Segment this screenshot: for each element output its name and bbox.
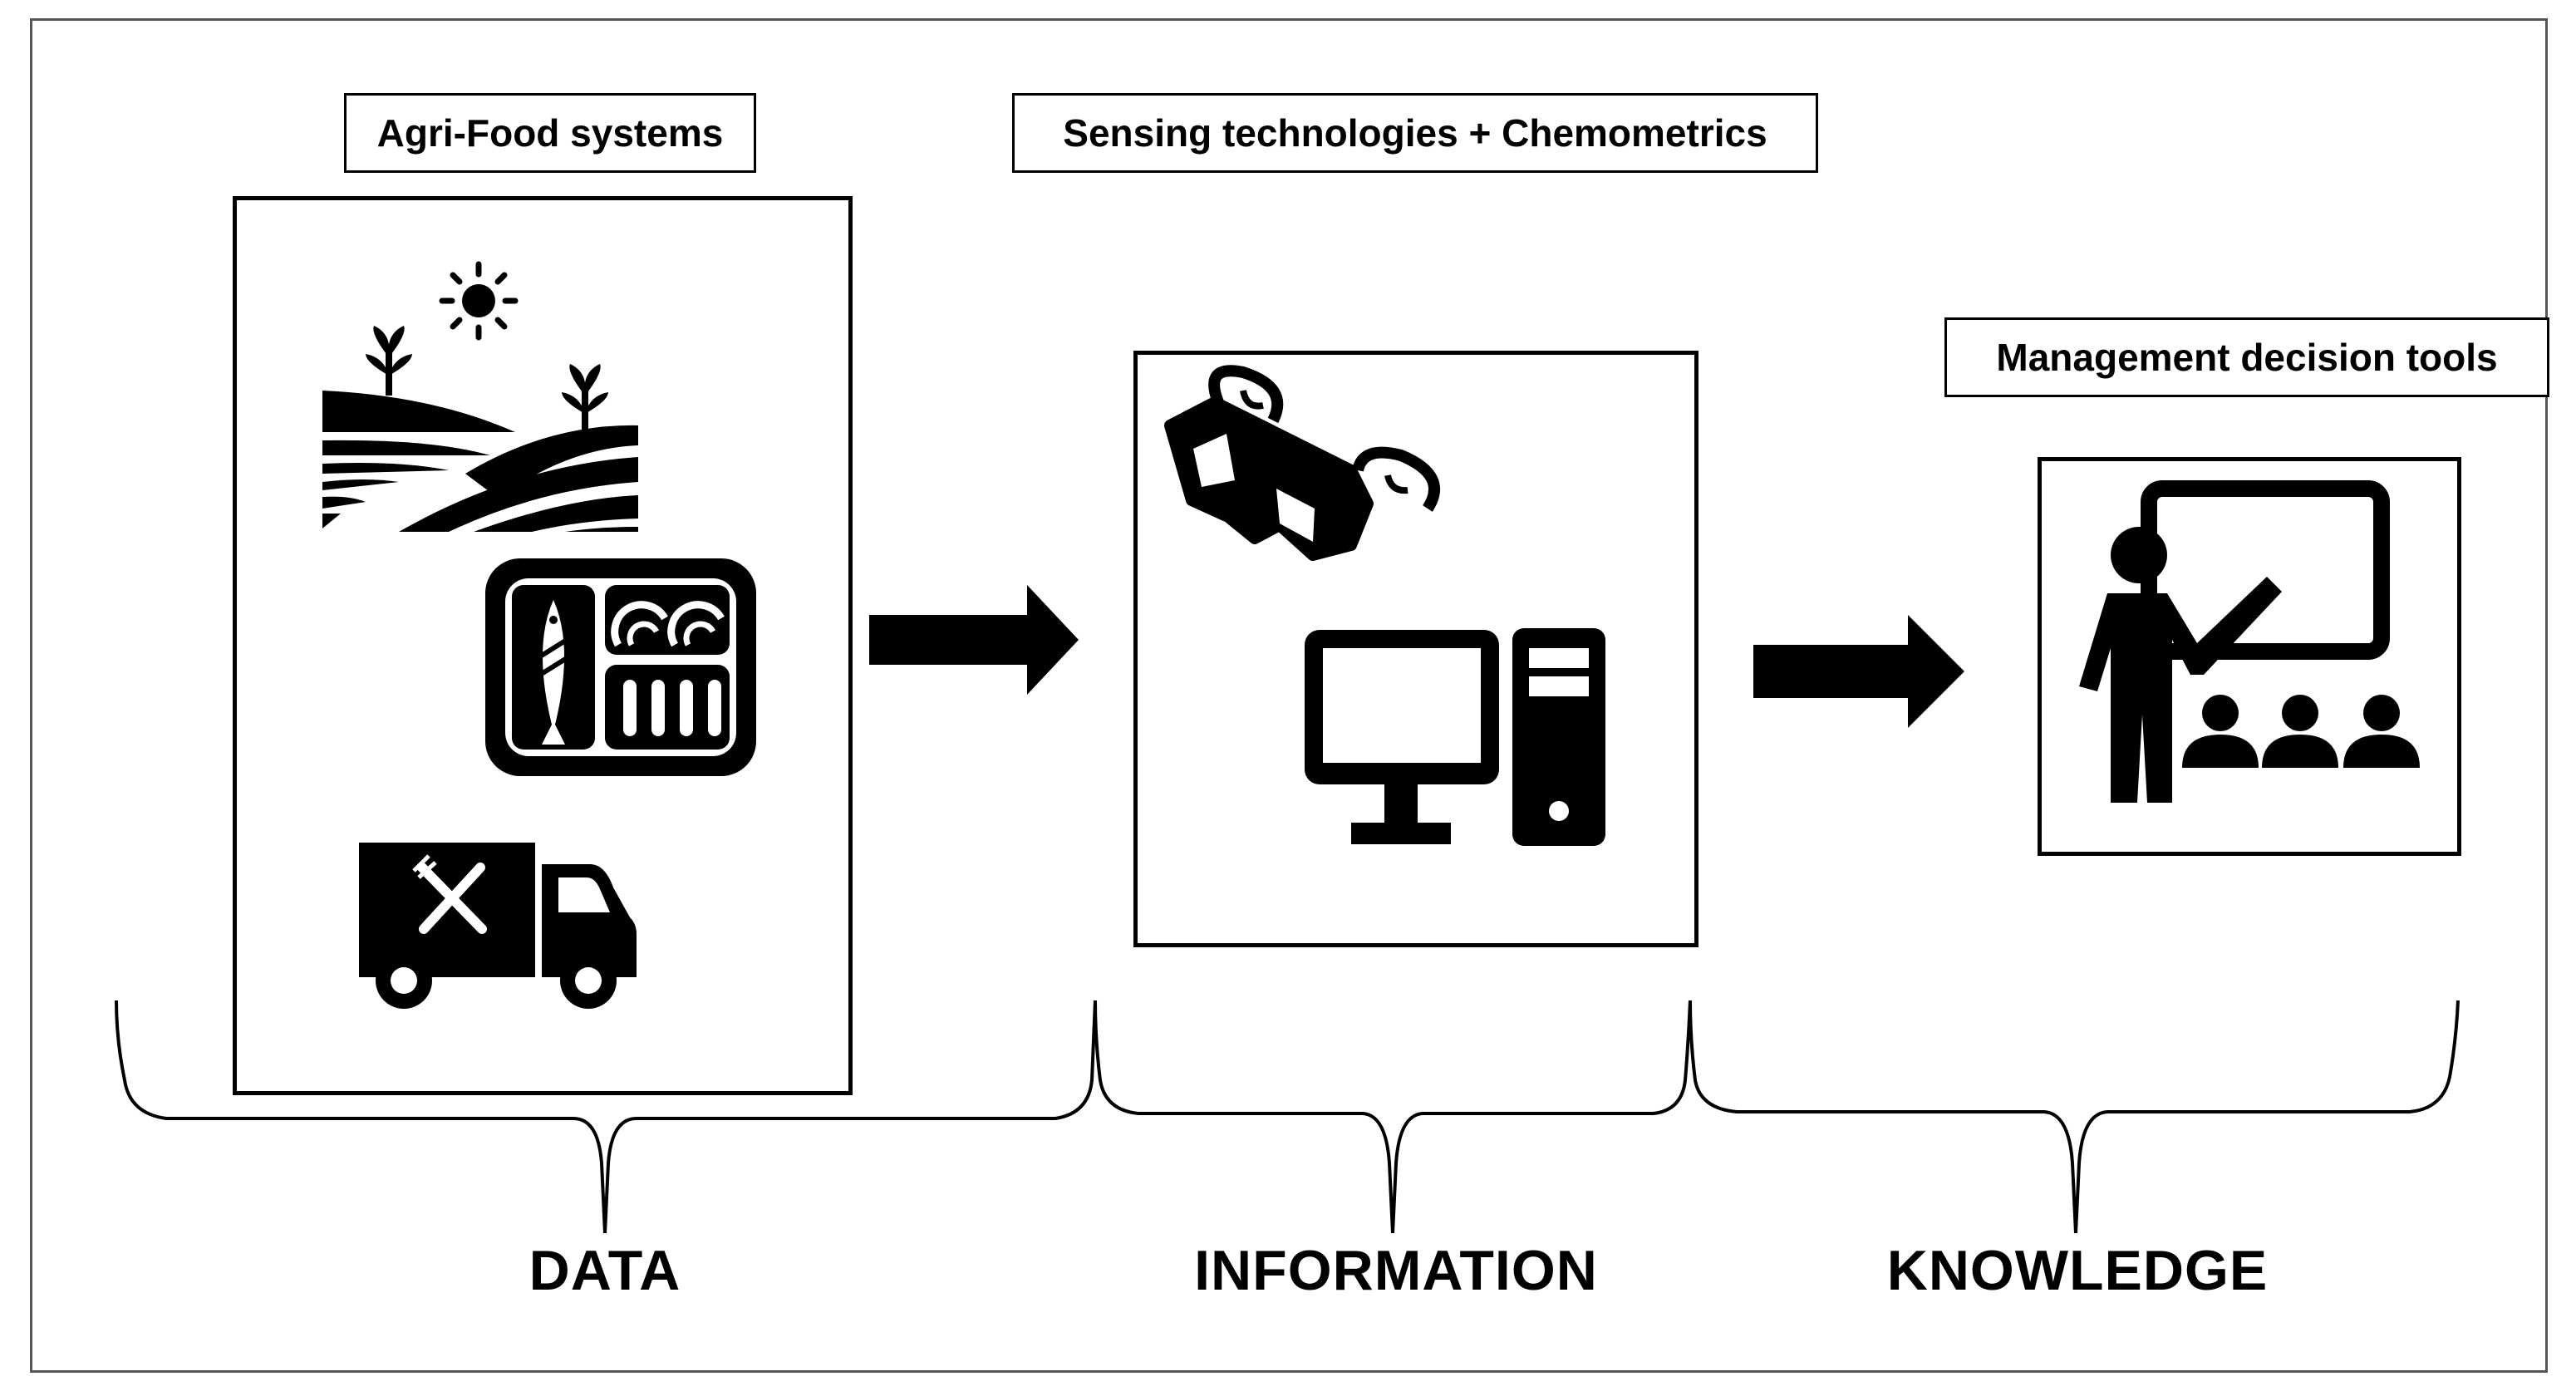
data-brace	[115, 1000, 1097, 1234]
farm-field-icon	[322, 261, 638, 532]
teacher-presentation-icon	[2079, 480, 2420, 803]
data-stage-label: DATA	[528, 1239, 681, 1302]
information-stage-label: INFORMATION	[1194, 1239, 1598, 1302]
information-brace	[1094, 1000, 1692, 1234]
management-label: Management decision tools	[1944, 317, 2549, 397]
food-tray-icon	[485, 558, 756, 776]
sensing-label: Sensing technologies + Chemometrics	[1012, 93, 1818, 173]
knowledge-brace	[1689, 1000, 2460, 1234]
arrow-data-to-information	[869, 585, 1079, 695]
food-truck-icon	[359, 843, 637, 1009]
figure-frame	[30, 18, 2548, 1373]
knowledge-stage-label: KNOWLEDGE	[1886, 1239, 2269, 1302]
agri-food-label: Agri-Food systems	[344, 93, 756, 173]
desktop-computer-icon	[1305, 628, 1605, 846]
arrow-information-to-knowledge	[1753, 615, 1964, 728]
glasses-icon	[1164, 365, 1441, 561]
